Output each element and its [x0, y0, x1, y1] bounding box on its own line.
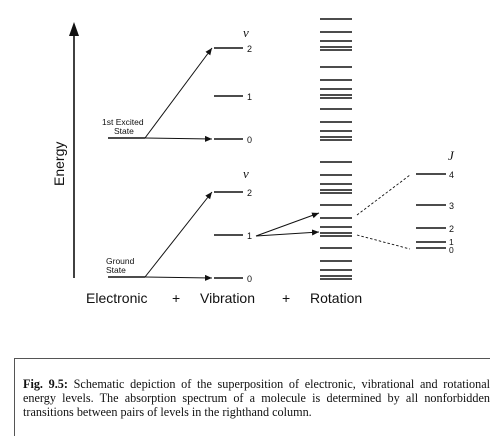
j3-label: 3 [449, 201, 454, 211]
lower-v0-label: 0 [247, 274, 252, 284]
energy-axis-arrowhead [69, 22, 79, 36]
caption-text: Schematic depiction of the superposition… [23, 377, 490, 419]
ground-to-v2-arrow [144, 191, 213, 278]
upper-v2-label: 2 [247, 44, 252, 54]
ground-state-label-line1: Ground [106, 256, 135, 266]
lower-v2-label: 2 [247, 188, 252, 198]
upper-v1-label: 1 [247, 92, 252, 102]
plus-sign-1: + [172, 290, 180, 306]
j0-label: 0 [449, 245, 454, 255]
vibration-symbol-upper: v [243, 25, 249, 40]
energy-level-diagram: Energy 1st Excited State Ground State v … [51, 18, 455, 306]
rotation-label: Rotation [310, 290, 362, 306]
vibration-label: Vibration [200, 290, 255, 306]
figure-caption: Fig. 9.5: Schematic depiction of the sup… [14, 358, 490, 436]
excited-state-label-line2: State [114, 126, 134, 136]
ground-to-v0-arrow [144, 274, 213, 281]
v1-to-rotation-lower-arrow [255, 229, 320, 237]
excited-state-label-line1: 1st Excited [102, 117, 144, 127]
plus-sign-2: + [282, 290, 290, 306]
j4-label: 4 [449, 170, 454, 180]
rotation-level-stacks [320, 18, 352, 280]
upper-v0-label: 0 [247, 135, 252, 145]
electronic-label: Electronic [86, 290, 147, 306]
ground-state-label-line2: State [106, 265, 126, 275]
excited-to-v0-arrow [144, 135, 213, 142]
v1-to-rotation-upper-arrow [255, 212, 320, 237]
vibration-symbol-lower: v [243, 166, 249, 181]
j1-label: 1 [449, 237, 454, 247]
lower-v1-label: 1 [247, 231, 252, 241]
zoom-line-lower [356, 234, 411, 250]
zoom-line-upper [356, 174, 411, 216]
j2-label: 2 [449, 224, 454, 234]
caption-label: Fig. 9.5: [23, 377, 68, 391]
excited-to-v2-arrow [144, 47, 213, 139]
energy-axis-label: Energy [51, 142, 67, 186]
rotation-symbol: J [448, 148, 455, 163]
